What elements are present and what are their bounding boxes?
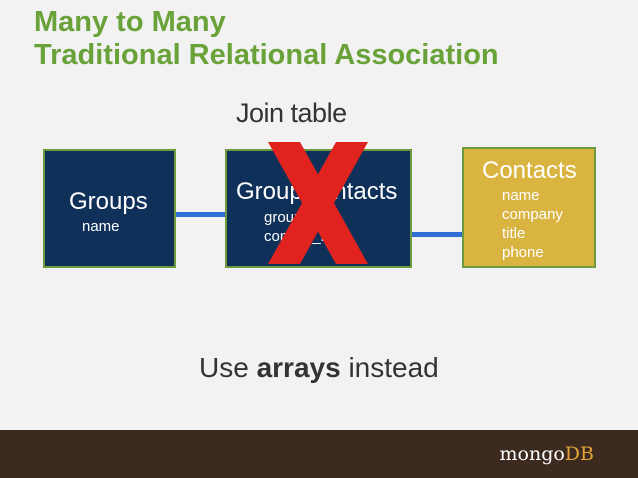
contacts-field: company (502, 206, 563, 223)
caption-prefix: Use (199, 352, 257, 383)
slide-title-line2: Traditional Relational Association (34, 39, 499, 71)
contacts-field: name (502, 187, 540, 204)
logo-db-text: DB (564, 443, 594, 465)
contacts-field: phone (502, 244, 544, 261)
connector-groupcontacts-to-contacts (412, 232, 463, 237)
mongodb-logo: mongoDB (500, 443, 595, 465)
contacts-table-box: Contacts name company title phone (462, 147, 596, 268)
red-x-mark (268, 142, 368, 264)
contacts-field: title (502, 225, 526, 242)
caption-suffix: instead (340, 352, 439, 383)
footer-bar: mongoDB (0, 430, 638, 478)
join-table-label: Join table (236, 98, 347, 128)
connector-groups-to-groupcontacts (176, 212, 226, 217)
slide-title: Many to Many Traditional Relational Asso… (34, 6, 499, 72)
contacts-table-title: Contacts (482, 157, 577, 184)
groups-table-title: Groups (69, 188, 148, 215)
slide-title-line1: Many to Many (34, 6, 226, 38)
use-arrays-caption: Use arrays instead (199, 352, 439, 384)
groups-field: name (82, 218, 120, 235)
caption-bold-word: arrays (256, 352, 341, 383)
logo-mongo-text: mongo (499, 443, 565, 465)
groups-table-box: Groups name (43, 149, 176, 268)
